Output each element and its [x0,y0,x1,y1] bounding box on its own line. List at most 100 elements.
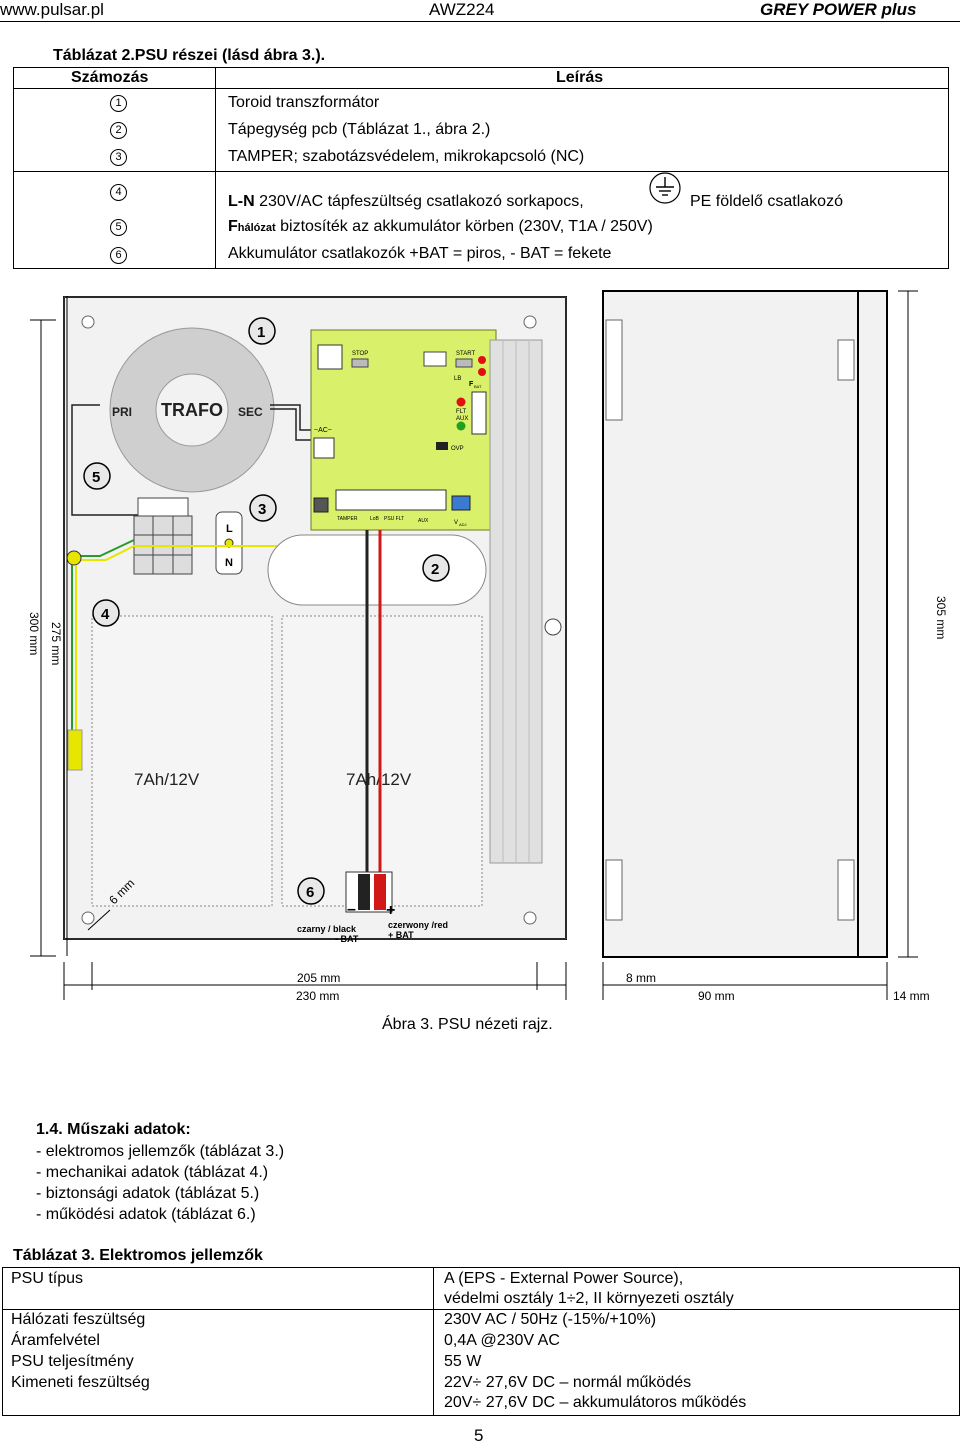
svg-text:5: 5 [92,469,100,486]
table3-value: 230V AC / 50Hz (-15%/+10%) [444,1311,657,1328]
pcb-stop-label: STOP [352,351,368,357]
row-description: Fhálózat biztosíték az akkumulátor körbe… [228,218,653,236]
trafo-label: TRAFO [161,400,223,420]
sec-label: SEC [238,405,263,419]
dim-205: 205 mm [297,971,340,985]
ground-lug [66,550,82,566]
table3-value: 0,4A @230V AC [444,1332,560,1349]
pcb-tamper-label: TAMPER [337,516,358,522]
dim-14: 14 mm [893,989,930,1003]
table3: PSU típus A (EPS - External Power Source… [2,1267,960,1416]
row-desc-bold: F [228,218,238,235]
plus-bat-label: + BAT [388,930,414,940]
table2-col-divider [215,68,216,268]
psu-diagram: TRAFO PRI SEC STOP START LB F BAT FLT AU… [27,290,948,1003]
row-description: Toroid transzformátor [228,94,380,111]
marker-2: 2 [422,554,450,582]
marker-5: 5 [83,462,111,490]
table2-header-number: Számozás [71,69,149,86]
marker-1: 1 [248,317,276,345]
table2-title: Táblázat 2.PSU részei (lásd ábra 3.). [53,47,326,64]
pcb-ac-label: ~AC~ [314,427,332,434]
pcb-lb-label: LB [454,376,461,382]
page-number: 5 [474,1426,484,1445]
table3-title: Táblázat 3. Elektromos jellemzők [13,1247,263,1264]
table3-label: Kimeneti feszültség [11,1374,150,1391]
row-number-badge: 4 [110,184,127,201]
section-item: - elektromos jellemzők (táblázat 3.) [36,1143,285,1160]
table3-row-divider [3,1309,959,1310]
black-label: czarny / black [297,924,357,934]
table3-value: védelmi osztály 1÷2, II környezeti osztá… [444,1290,734,1307]
row-description: TAMPER; szabotázsvédelem, mikrokapcsoló … [228,148,585,165]
dim-305: 305 mm [934,596,948,639]
row-description: Tápegység pcb (Táblázat 1., ábra 2.) [228,121,491,138]
battery1-label: 7Ah/12V [134,770,200,789]
dim-90: 90 mm [698,989,735,1003]
cable-cutout [267,534,487,606]
enclosure-door-edge [857,290,888,958]
pcb-fbat-sub: BAT [474,384,482,389]
svg-text:2: 2 [431,561,439,578]
mounting-hole [81,315,95,329]
pcb-aux2-label: AUX [418,518,429,524]
pcb-vadj-sub: ADJ [459,522,467,527]
marker-4: 4 [92,599,120,627]
row-desc-subscript: hálózat [237,222,276,234]
red-label: czerwony /red [388,920,448,930]
dim-230: 230 mm [296,989,339,1003]
pcb-aux-label: AUX [456,416,468,422]
row-desc-text: biztosíték az akkumulátor körben (230V, … [275,218,653,235]
svg-text:3: 3 [258,501,266,518]
minus-bat-label: - BAT [335,934,359,944]
table2-row-divider [14,171,948,172]
row-number-badge: 1 [110,95,127,112]
header-product: GREY POWER plus [760,0,917,19]
row-desc-text: 230V/AC tápfeszültség csatlakozó sorkapo… [254,193,584,210]
table3-value: A (EPS - External Power Source), [444,1270,684,1287]
table3-label: Hálózati feszültség [11,1311,146,1328]
row-description: Akkumulátor csatlakozók +BAT = piros, - … [228,245,612,262]
minus-sign: – [347,901,356,918]
row-number-badge: 3 [110,149,127,166]
svg-text:4: 4 [101,606,110,623]
mounting-hole [523,911,537,925]
enclosure-side [602,290,859,958]
mounting-hole [81,911,95,925]
battery-bay-2 [281,615,483,907]
fuse-holder [137,497,189,519]
marker-6: 6 [297,877,325,905]
row-desc-bold: L-N [228,193,255,210]
n-label: N [225,557,233,569]
section-item: - működési adatok (táblázat 6.) [36,1206,256,1223]
table3-col-divider [433,1268,434,1415]
pcb-ovp-label: OVP [451,446,464,452]
lock-hole [544,618,562,636]
dim-8: 8 mm [626,971,656,985]
header-divider [0,21,960,22]
header-website: www.pulsar.pl [0,0,104,19]
table2-header-divider [14,88,948,89]
svg-text:6: 6 [306,884,314,901]
section-title: 1.4. Műszaki adatok: [36,1121,191,1138]
battery-bay-1 [91,615,273,907]
pcb-start-label: START [456,351,475,357]
row-description: L-N 230V/AC tápfeszültség csatlakozó sor… [228,193,584,211]
table3-label: PSU típus [11,1270,84,1287]
dim-300: 300 mm [27,612,41,655]
table3-value: 22V÷ 27,6V DC – normál működés [444,1374,692,1391]
ground-icon [649,172,681,204]
row-number-badge: 5 [110,219,127,236]
header-model: AWZ224 [429,0,495,19]
pcb-flt-label: FLT [456,409,467,415]
pcb-lob-label: LoB [370,516,380,522]
pcb-vadj-label: V [454,520,458,526]
table2-header-description: Leírás [556,69,604,86]
figure-caption: Ábra 3. PSU nézeti rajz. [382,1016,553,1033]
table3-value: 55 W [444,1353,482,1370]
pcb-psuflt-label: PSU FLT [384,516,404,522]
table3-label: PSU teljesítmény [11,1353,134,1370]
mounting-hole [523,315,537,329]
table2: Számozás Leírás 1 Toroid transzformátor … [13,67,949,269]
marker-3: 3 [249,494,277,522]
